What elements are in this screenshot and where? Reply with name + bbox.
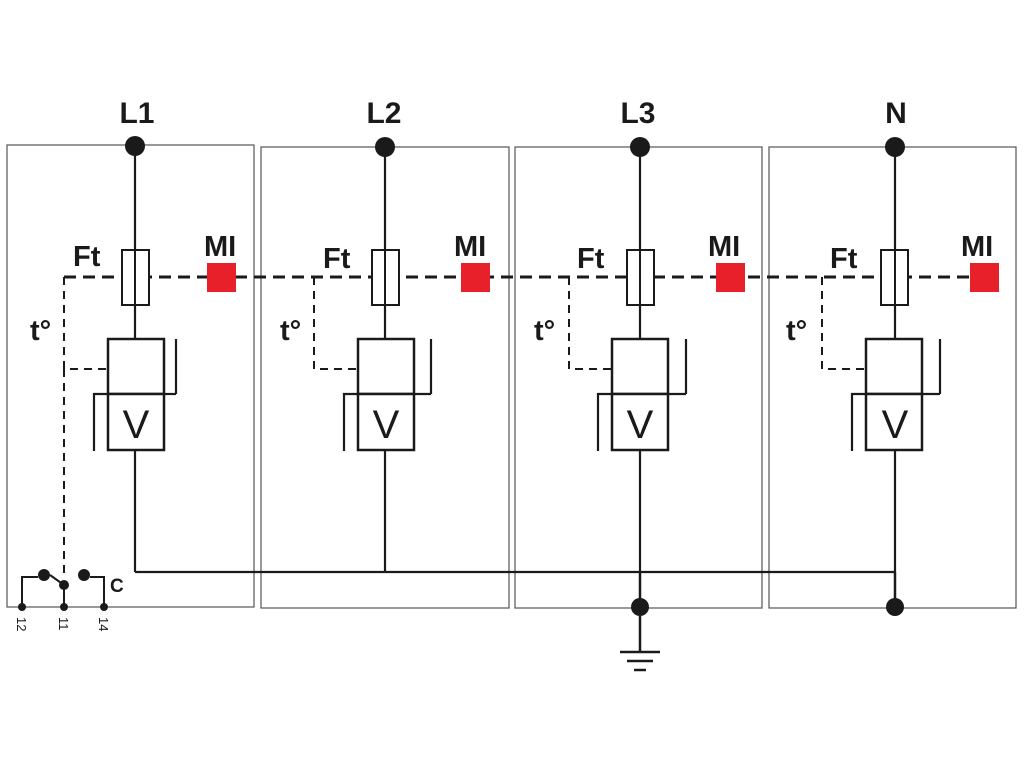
varistor-label: V: [882, 403, 909, 447]
varistor-label: V: [627, 403, 654, 447]
thermal-disconnector: [106, 337, 166, 396]
varistor-label: V: [123, 403, 150, 447]
module-n: N Ft MI t° V: [786, 97, 999, 572]
varistor-label: V: [373, 403, 400, 447]
varistor: [610, 392, 670, 452]
neutral-earth-dot: [886, 598, 904, 616]
thermal-label: t°: [534, 315, 555, 347]
terminal-label: L3: [620, 97, 655, 130]
ground-icon: [620, 616, 660, 672]
thermal-disconnector: [610, 337, 670, 396]
indicator-label: MI: [454, 231, 486, 263]
contact-common-label: C: [110, 576, 124, 597]
fuse-label: Ft: [73, 241, 101, 273]
thermal-label: t°: [280, 315, 301, 347]
terminal-label: N: [885, 97, 907, 130]
pin-label-12: 12: [14, 617, 29, 631]
pin-label-11: 11: [56, 617, 71, 631]
thermal-label: t°: [30, 315, 51, 347]
contact-pin-12: [18, 603, 26, 611]
varistor: [356, 392, 416, 452]
indicator-mark: [970, 263, 999, 292]
indicator-mark: [207, 263, 236, 292]
indicator-label: MI: [961, 231, 993, 263]
contact-pin-11: [60, 603, 68, 611]
contact-pin-14: [100, 603, 108, 611]
indicator-label: MI: [708, 231, 740, 263]
fuse-label: Ft: [323, 243, 351, 275]
thermal-label: t°: [786, 315, 807, 347]
terminal-label: L2: [366, 97, 401, 130]
thermal-dashed-link: [568, 277, 612, 370]
indicator-mark: [716, 263, 745, 292]
varistor: [864, 392, 924, 452]
thermal-disconnector: [356, 337, 416, 396]
module-l1: L1 Ft MI t° V: [30, 97, 236, 572]
pin-label-14: 14: [96, 617, 111, 631]
thermal-disconnector: [864, 337, 924, 396]
thermal-dashed-link: [63, 277, 108, 370]
remote-contact: C 12 11 14: [14, 369, 124, 631]
thermal-dashed-link: [313, 277, 358, 370]
module-l3: L3 Ft MI t° V: [534, 97, 745, 572]
indicator-label: MI: [204, 231, 236, 263]
module-l2: L2 Ft MI t° V: [280, 97, 490, 572]
thermal-dashed-link: [821, 277, 866, 370]
indicator-mark: [461, 263, 490, 292]
fuse-label: Ft: [577, 243, 605, 275]
earth-terminal-dot: [631, 598, 649, 616]
terminal-label: L1: [119, 97, 154, 130]
fuse-label: Ft: [830, 243, 858, 275]
